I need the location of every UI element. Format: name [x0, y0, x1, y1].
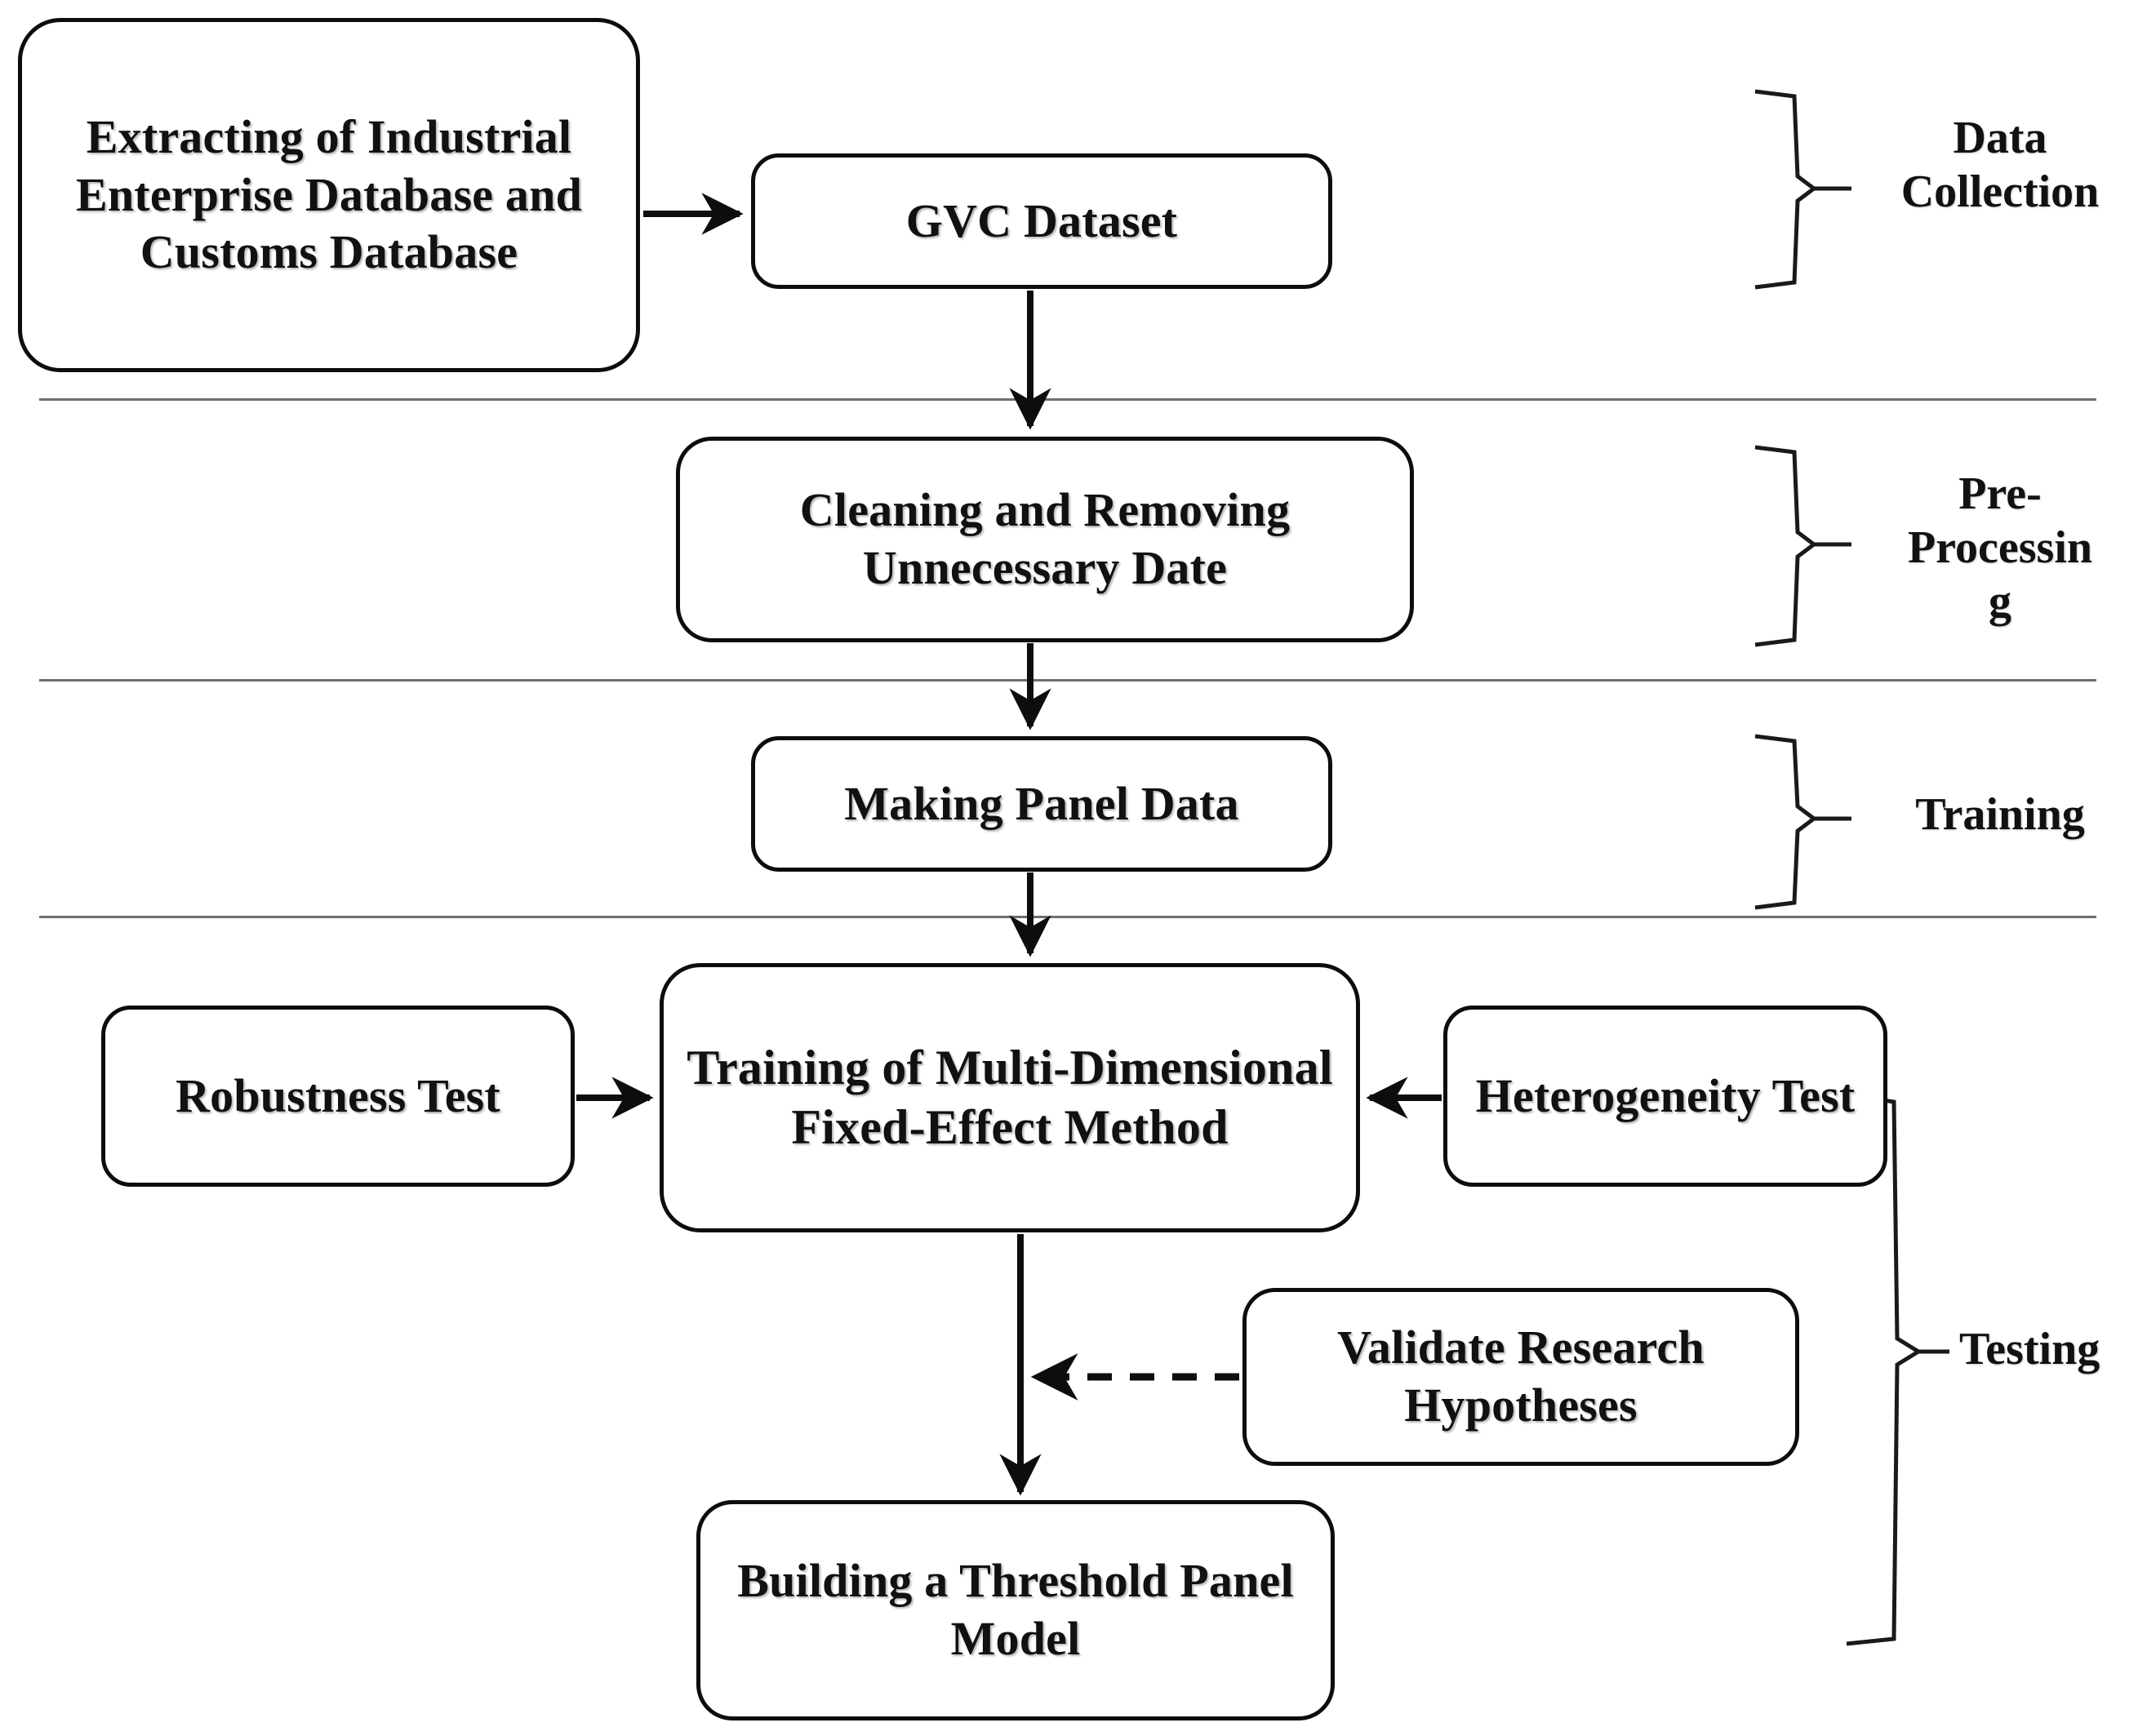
- node-threshold-panel-model[interactable]: Building a Threshold Panel Model: [696, 1500, 1335, 1720]
- stage-pre-processing-line-2: Processin: [1907, 522, 2093, 574]
- node-robustness-test-label: Robustness Test: [176, 1068, 500, 1122]
- node-making-panel-data-label: Making Panel Data: [844, 776, 1239, 830]
- brace-training: [1754, 734, 1851, 910]
- node-gvc-dataset[interactable]: GVC Dataset: [751, 153, 1332, 289]
- stage-data-collection-line-1: Data: [1953, 113, 2047, 163]
- brace-pre-processing: [1754, 445, 1851, 647]
- node-gvc-dataset-label: GVC Dataset: [905, 193, 1178, 247]
- divider-data-collection: [39, 398, 2096, 401]
- stage-training-line-1: Training: [1915, 789, 2085, 840]
- node-validate-hypotheses[interactable]: Validate Research Hypotheses: [1242, 1288, 1799, 1466]
- stage-label-training: Training: [1878, 788, 2122, 841]
- node-cleaning[interactable]: Cleaning and Removing Unnecessary Date: [676, 437, 1414, 642]
- brace-data-collection: [1754, 89, 1851, 290]
- stage-pre-processing-line-3: g: [1989, 576, 2011, 628]
- node-extracting[interactable]: Extracting of Industrial Enterprise Data…: [18, 18, 640, 372]
- node-validate-hypotheses-label: Validate Research Hypotheses: [1337, 1321, 1705, 1432]
- node-cleaning-label: Cleaning and Removing Unnecessary Date: [799, 483, 1291, 594]
- node-heterogeneity-test[interactable]: Heterogeneity Test: [1443, 1006, 1887, 1187]
- divider-pre-processing: [39, 679, 2096, 682]
- stage-label-data-collection: Data Collection: [1878, 111, 2122, 219]
- node-training-method-label: Training of Multi-Dimensional Fixed-Effe…: [687, 1040, 1333, 1154]
- stage-label-pre-processing: Pre- Processin g: [1878, 467, 2122, 628]
- node-extracting-label: Extracting of Industrial Enterprise Data…: [75, 109, 583, 279]
- node-training-method[interactable]: Training of Multi-Dimensional Fixed-Effe…: [660, 963, 1360, 1232]
- node-heterogeneity-test-label: Heterogeneity Test: [1475, 1068, 1856, 1122]
- divider-training: [39, 916, 2096, 918]
- stage-testing-line-1: Testing: [1959, 1324, 2100, 1374]
- node-robustness-test[interactable]: Robustness Test: [101, 1006, 575, 1187]
- stage-data-collection-line-2: Collection: [1900, 166, 2100, 218]
- node-threshold-panel-model-label: Building a Threshold Panel Model: [737, 1554, 1294, 1665]
- stage-label-testing: Testing: [1959, 1322, 2138, 1376]
- stage-pre-processing-line-1: Pre-: [1958, 468, 2042, 519]
- node-making-panel-data[interactable]: Making Panel Data: [751, 736, 1332, 872]
